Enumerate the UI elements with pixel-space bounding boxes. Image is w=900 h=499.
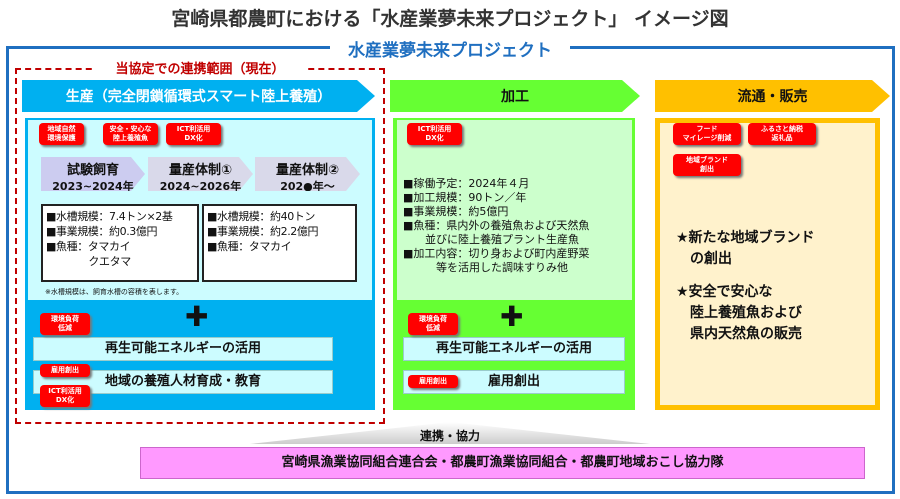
spec-line: ■魚種：タマカイ	[207, 240, 292, 253]
stage-name: 試験飼育	[66, 163, 119, 178]
tag-brand: 地域ブランド 創出	[673, 154, 741, 176]
detail-line: ■魚種：県内外の養殖魚および天然魚	[403, 219, 590, 232]
plus-icon: ✚	[500, 300, 524, 333]
detail-line: ■加工規模：90トン／年	[403, 191, 527, 204]
renewable-energy-bar: 再生可能エネルギーの活用	[403, 337, 625, 361]
detail-line: ■加工内容：切り身および町内産野菜	[403, 247, 590, 260]
stage-years: 2024~2026年	[159, 180, 242, 193]
spec-trial: ■水槽規模：7.4トン×2基 ■事業規模：約0.3億円 ■魚種：タマカイ クエタマ	[41, 204, 199, 282]
spec-line: ■水槽規模：7.4トン×2基	[46, 210, 173, 223]
processing-details: ■稼働予定：2024年４月■加工規模：90トン／年■事業規模：約5億円■魚種：県…	[403, 177, 633, 275]
spec-line: クエタマ	[46, 255, 131, 268]
distribution-header: 流通・販売	[655, 80, 890, 112]
tag-safety: 安全・安心な 陸上養殖魚	[103, 123, 158, 145]
tag-jobs: 雇用創出	[408, 375, 458, 388]
stage-years: 2023~2024年	[52, 180, 134, 193]
detail-line: ■事業規模：約5億円	[403, 205, 509, 218]
plus-icon: ✚	[185, 300, 209, 333]
point-line: ★新たな地域ブランド	[676, 230, 815, 246]
point-line: 陸上養殖魚および	[676, 305, 802, 321]
renewable-energy-bar: 再生可能エネルギーの活用	[33, 337, 333, 361]
project-title: 水産業夢未来プロジェクト	[330, 36, 570, 61]
spec-line: ■事業規模：約0.3億円	[46, 225, 158, 238]
spec-line: ■事業規模：約2.2億円	[207, 225, 319, 238]
stage-mass-2: 量産体制② 202●年～	[255, 157, 360, 191]
spec-line: ■魚種：タマカイ	[46, 240, 131, 253]
tag-environment: 地域自然 環境保護	[39, 123, 84, 145]
processing-header: 加工	[390, 80, 640, 112]
detail-line: 等を活用した調味すりみ他	[403, 261, 568, 274]
tag-env-load: 環境負荷 低減	[40, 313, 90, 335]
tag-jobs: 雇用創出	[40, 364, 90, 377]
note: ※水槽規模は、飼育水槽の容積を表します。	[45, 288, 184, 296]
production-header: 生産（完全閉鎖循環式スマート陸上養殖）	[22, 80, 375, 112]
detail-line: 並びに陸上養殖プラント生産魚	[403, 233, 579, 246]
scope-label: 当協定での連携範囲（現在）	[95, 58, 305, 77]
stage-mass-1: 量産体制① 2024~2026年	[148, 157, 253, 191]
tag-ict: ICT利活用 DX化	[40, 385, 90, 407]
stage-name: 量産体制①	[168, 163, 232, 178]
stage-years: 202●年～	[280, 180, 335, 193]
spec-mass-1: ■水槽規模：約40トン ■事業規模：約2.2億円 ■魚種：タマカイ	[202, 204, 357, 282]
tag-ict: ICT利活用 DX化	[407, 123, 462, 145]
tag-furusato: ふるさと納税 返礼品	[748, 123, 816, 145]
point-line: の創出	[676, 251, 732, 267]
tag-food-mileage: フード マイレージ削減	[673, 123, 741, 145]
cooperation-label: 連携・協力	[419, 429, 480, 443]
processing-inner	[397, 120, 632, 300]
point-line: ★安全で安心な	[676, 284, 773, 300]
stage-trial: 試験飼育 2023~2024年	[41, 157, 145, 191]
detail-line: ■稼働予定：2024年４月	[403, 177, 530, 190]
partners-bar: 宮崎県漁業協同組合連合会・都農町漁業協同組合・都農町地域おこし協力隊	[140, 447, 865, 479]
spec-line: ■水槽規模：約40トン	[207, 210, 315, 223]
page-title: 宮崎県都農町における「水産業夢未来プロジェクト」 イメージ図	[171, 8, 729, 30]
stage-name: 量産体制②	[275, 163, 339, 178]
tag-ict: ICT利活用 DX化	[166, 123, 221, 145]
point-line: 県内天然魚の販売	[676, 326, 802, 342]
tag-env-load: 環境負荷 低減	[408, 313, 458, 335]
distribution-points: ★新たな地域ブランド の創出 ★安全で安心な 陸上養殖魚および 県内天然魚の販売	[676, 207, 815, 345]
